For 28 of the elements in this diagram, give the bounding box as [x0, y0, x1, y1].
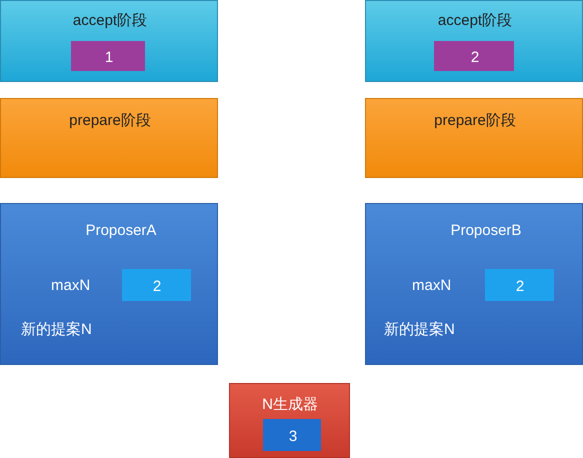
box-title: 2	[152, 278, 162, 295]
box-title: ProposerB	[450, 222, 522, 239]
box-title: 2	[516, 278, 524, 295]
box-title: prepare阶段	[434, 111, 516, 130]
box-title: prepare阶段	[69, 111, 151, 130]
value-box	[122, 269, 191, 301]
generator-box	[229, 383, 350, 458]
box-title: 1	[104, 49, 114, 66]
field-label: maxN	[412, 277, 452, 294]
box-title: 3	[288, 428, 298, 445]
stage-box	[0, 0, 218, 82]
value-box	[485, 269, 554, 301]
box-title: ProposerA	[86, 222, 156, 239]
stage-box	[365, 0, 583, 82]
stage-box	[365, 98, 583, 178]
box-title: accept阶段	[438, 11, 512, 30]
field-label: maxN	[51, 277, 90, 294]
proposer-box	[0, 203, 218, 365]
box-title: 2	[470, 49, 480, 66]
stage-box	[0, 98, 218, 178]
value-box	[71, 41, 145, 71]
proposer-box	[365, 203, 583, 365]
value-box	[434, 41, 514, 71]
box-title: N生成器	[262, 395, 318, 414]
box-title: accept阶段	[72, 11, 148, 30]
field-label: 新的提案N	[21, 320, 92, 339]
field-label: 新的提案N	[384, 320, 455, 339]
value-box	[263, 419, 321, 451]
